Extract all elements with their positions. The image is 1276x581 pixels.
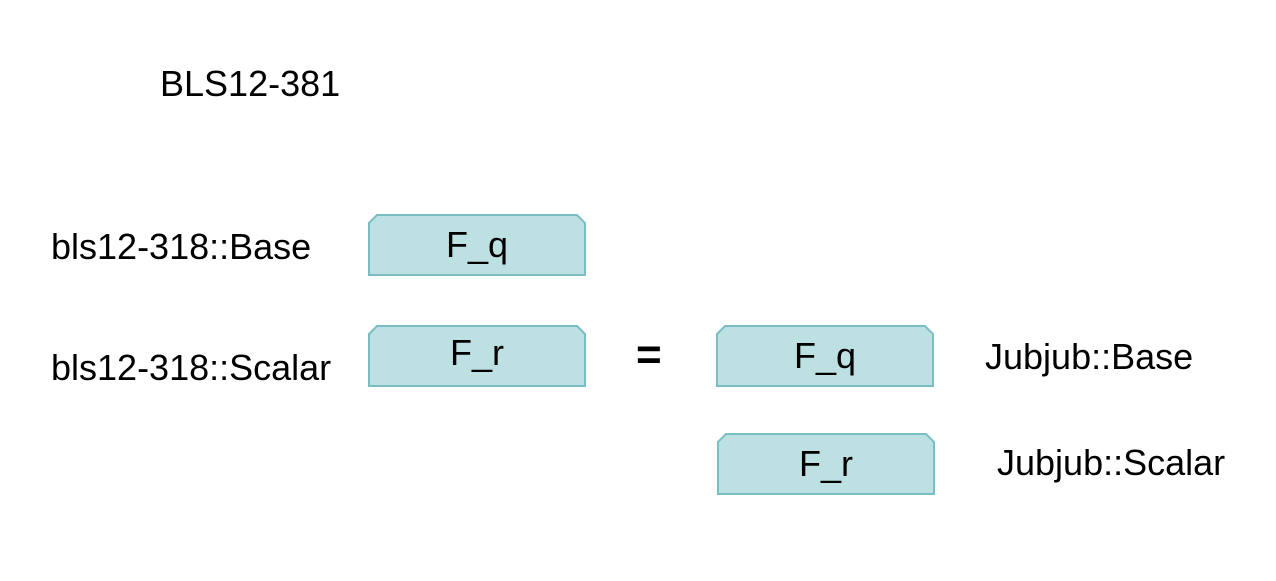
field-box-shape — [717, 433, 935, 495]
jubjub-base-field-box: F_q — [716, 325, 934, 387]
bls-scalar-field-box: F_r — [368, 325, 586, 387]
field-box-shape — [368, 214, 586, 276]
jubjub-scalar-label: Jubjub::Scalar — [997, 442, 1226, 483]
bls-base-field-box: F_q — [368, 214, 586, 276]
diagram-title: BLS12-381 — [160, 63, 341, 104]
equals-sign: = — [636, 330, 662, 379]
bls-scalar-field-text: F_r — [450, 332, 504, 373]
field-box-shape — [368, 325, 586, 387]
bls-scalar-label: bls12-318::Scalar — [51, 347, 332, 388]
bls-base-field-text: F_q — [445, 224, 509, 265]
jubjub-base-field-text: F_q — [793, 335, 857, 376]
field-box-shape — [716, 325, 934, 387]
jubjub-scalar-field-box: F_r — [717, 433, 935, 495]
bls-base-label: bls12-318::Base — [51, 226, 312, 267]
jubjub-scalar-field-text: F_r — [799, 443, 853, 484]
jubjub-base-label: Jubjub::Base — [985, 336, 1194, 377]
